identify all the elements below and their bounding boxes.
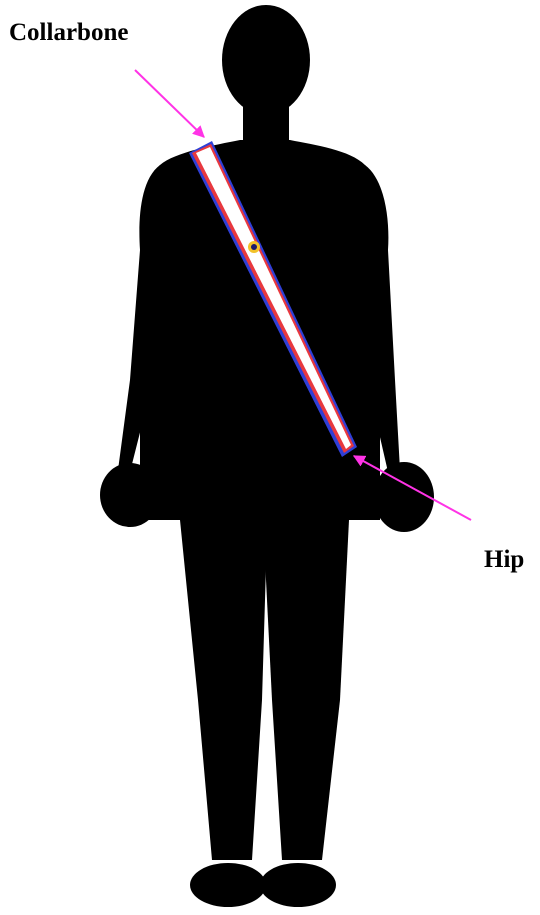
buckle-center-icon (251, 244, 257, 250)
hip-label: Hip (484, 547, 524, 572)
right-foot-shape (260, 863, 336, 907)
collarbone-label: Collarbone (9, 20, 128, 45)
collarbone-arrow (135, 70, 204, 137)
head-shape (222, 5, 310, 115)
left-leg-shape (178, 500, 268, 860)
right-leg-shape (262, 500, 350, 860)
left-foot-shape (190, 863, 266, 907)
left-hand-shape (100, 463, 160, 527)
human-silhouette (100, 5, 434, 907)
torso-shape (140, 140, 380, 520)
